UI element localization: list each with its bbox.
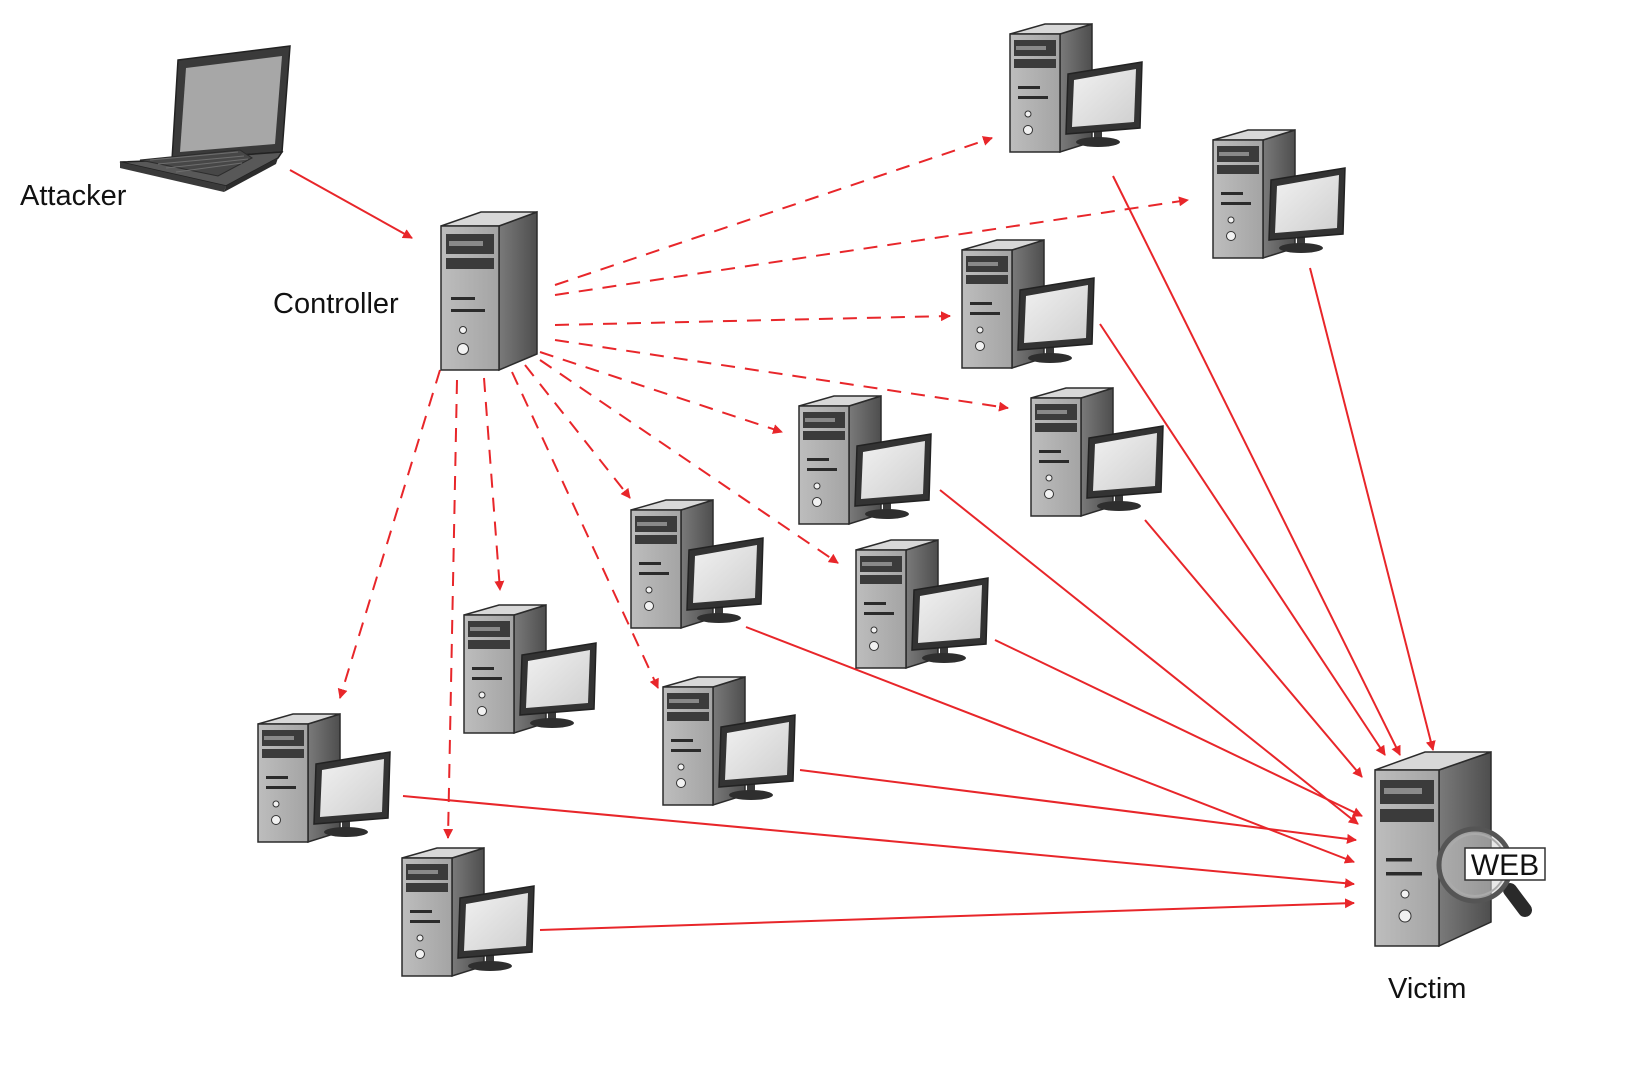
workstation-icon — [662, 676, 796, 806]
victim-server-icon — [1374, 750, 1492, 948]
arrow-controller-bot-02 — [554, 196, 1189, 296]
arrow-controller-bot-09 — [483, 377, 505, 591]
web-badge: WEB — [1464, 847, 1546, 882]
controller-label: Controller — [273, 288, 399, 320]
attack-arrows — [402, 175, 1436, 931]
dashed-arrows — [337, 136, 1189, 839]
workstation-icon — [798, 395, 932, 525]
arrow-controller-bot-04 — [554, 339, 1009, 412]
arrow-bot-victim-10 — [539, 898, 1355, 931]
arrows — [289, 136, 1436, 931]
attacker-label: Attacker — [20, 180, 127, 212]
arrow-attacker-controller — [289, 169, 413, 239]
arrow-bot-victim-06 — [994, 639, 1363, 817]
workstation-icon — [257, 713, 391, 843]
arrow-bot-victim-08 — [799, 769, 1357, 844]
web-badge-text: WEB — [1471, 849, 1539, 882]
arrow-bot-victim-09 — [402, 795, 1355, 889]
workstation-icon — [1212, 129, 1346, 259]
arrow-controller-bot-05 — [539, 351, 783, 434]
arrow-bot-victim-02 — [1309, 267, 1436, 751]
arrow-controller-bot-07 — [524, 364, 631, 499]
laptop-icon — [119, 45, 291, 192]
arrow-controller-bot-10 — [443, 379, 458, 839]
arrow-bot-victim-07 — [745, 626, 1355, 864]
workstation-icon — [855, 539, 989, 669]
arrow-controller-bot-11 — [337, 369, 441, 699]
workstation-icon — [630, 499, 764, 629]
arrow-bot-victim-04 — [1144, 519, 1363, 778]
workstation-icon — [1009, 23, 1143, 153]
workstation-icon — [1030, 387, 1164, 517]
arrow-controller-bot-01 — [554, 136, 993, 286]
arrow-controller-bot-08 — [511, 371, 659, 689]
victim-label: Victim — [1388, 973, 1466, 1005]
arrow-bot-victim-05 — [939, 489, 1359, 825]
workstation-icon — [401, 847, 535, 977]
workstation-icon — [463, 604, 597, 734]
arrow-bot-victim-03 — [1099, 323, 1386, 756]
controller-server-icon — [440, 211, 538, 371]
arrow-controller-bot-03 — [554, 311, 951, 326]
arrow-controller-bot-06 — [539, 359, 839, 564]
workstation-icon — [961, 239, 1095, 369]
arrow-bot-victim-01 — [1112, 175, 1401, 756]
